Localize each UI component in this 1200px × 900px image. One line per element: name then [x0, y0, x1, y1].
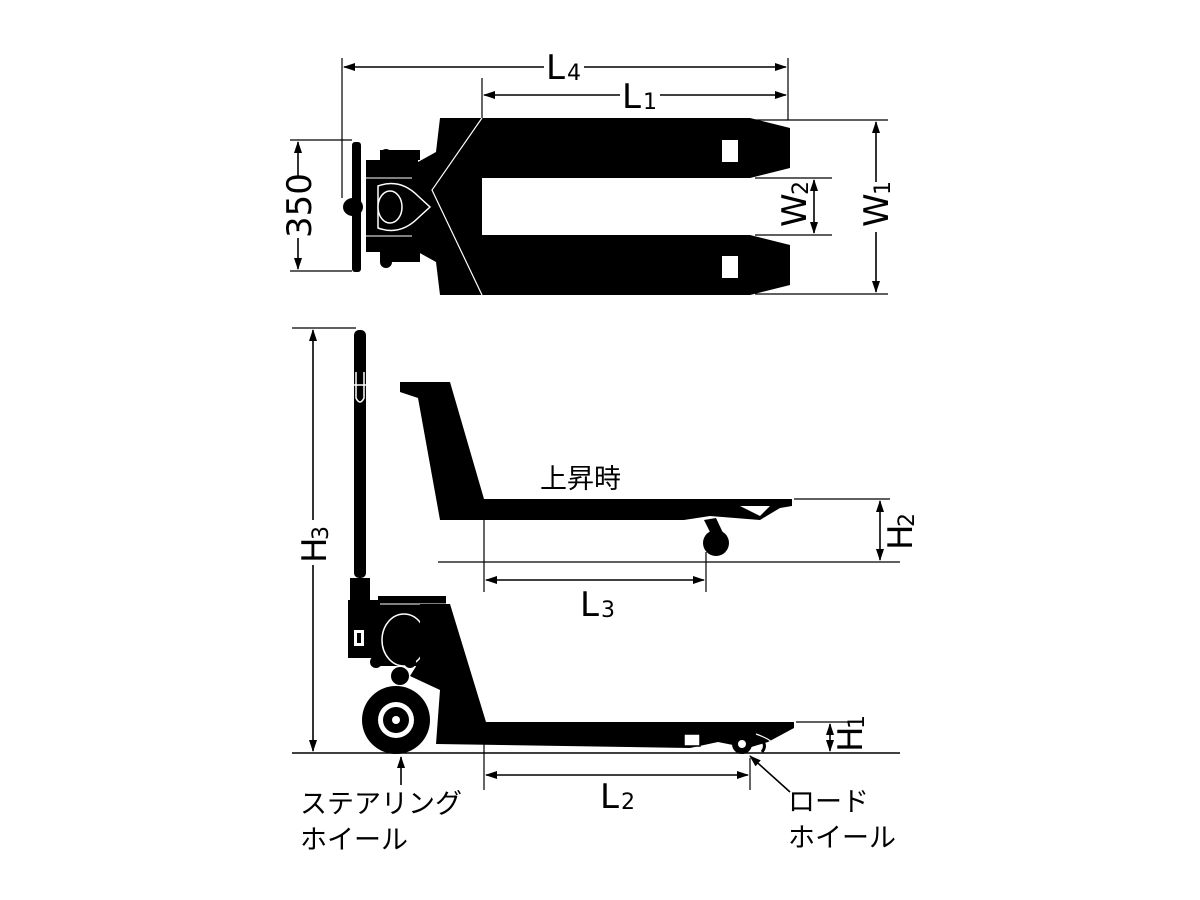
- load-wheel-label-line2: ホイール: [788, 823, 896, 854]
- dimension-W1: W 1: [755, 119, 897, 295]
- dimension-L3-label: L: [580, 585, 599, 625]
- dimension-L1-subscript: 1: [643, 90, 657, 115]
- dimension-H3-label: H: [295, 537, 335, 563]
- dimension-L1-label: L: [622, 77, 641, 117]
- top-view-fork-lower: [482, 235, 790, 295]
- top-view: L 4 L 1 W 1 W: [280, 48, 897, 296]
- steering-wheel-label-line2: ホイール: [300, 825, 408, 856]
- dimension-H1-label: H: [831, 726, 871, 752]
- load-wheel: [732, 732, 773, 754]
- dimension-W2: W 2: [755, 177, 832, 236]
- dimension-handle-width: 350: [280, 139, 352, 272]
- dimension-L2: L 2: [483, 742, 751, 817]
- dimension-L4-label: L: [546, 48, 565, 88]
- dimension-W2-subscript: 2: [789, 181, 814, 195]
- load-wheel-label-line1: ロード: [788, 787, 869, 818]
- top-view-fork-upper: [482, 118, 790, 178]
- dimension-W1-label: W: [857, 193, 897, 227]
- dimension-H3-subscript: 3: [309, 526, 334, 540]
- steering-wheel-label-line1: ステアリング: [300, 789, 462, 820]
- top-view-fork-window-upper: [722, 140, 738, 162]
- steering-wheel: [362, 686, 430, 754]
- dimension-H2: H 2: [794, 498, 921, 561]
- side-view-raised-fork: 上昇時 L 3 H 2: [400, 382, 921, 625]
- dimension-L3-subscript: 3: [601, 598, 615, 623]
- dimension-W2-label: W: [775, 193, 815, 227]
- raised-label: 上昇時: [540, 464, 621, 495]
- dimension-H1: H 1: [796, 715, 871, 752]
- top-view-fork-window-lower: [722, 256, 738, 278]
- raised-fork-body: [400, 382, 792, 520]
- dimension-L2-label: L: [600, 777, 619, 817]
- steering-wheel-callout: ステアリング ホイール: [300, 756, 462, 856]
- dimension-L3: L 3: [438, 520, 900, 625]
- side-view-handle: [350, 330, 370, 600]
- load-wheel-callout: ロード ホイール: [749, 755, 896, 854]
- dimension-H2-label: H: [881, 524, 921, 550]
- dimension-W1-subscript: 1: [871, 181, 896, 195]
- dimension-H2-subscript: 2: [895, 513, 920, 527]
- dimension-L1: L 1: [481, 77, 787, 118]
- top-view-chassis: [418, 118, 482, 295]
- dimension-L4-subscript: 4: [567, 61, 581, 86]
- lowered-fork-bracket: [683, 733, 701, 747]
- dimension-L4: L 4: [341, 48, 789, 198]
- dimension-H1-subscript: 1: [845, 715, 870, 729]
- dimension-L2-subscript: 2: [621, 790, 635, 815]
- top-view-handle-assembly: [343, 142, 432, 272]
- raised-load-wheel: [703, 530, 729, 556]
- dimension-H3: H 3: [292, 327, 356, 752]
- side-view-lowered: H 3 H 1 L 2 ステアリング ホイール: [292, 327, 900, 856]
- lowered-fork-body: [410, 604, 794, 748]
- dimension-handle-width-label: 350: [280, 173, 320, 238]
